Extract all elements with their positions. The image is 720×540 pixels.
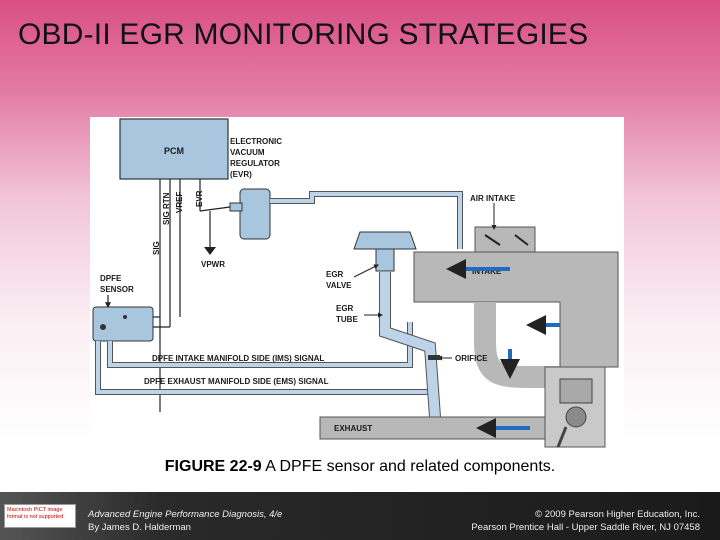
- dpfe-label-2: SENSOR: [100, 285, 134, 294]
- pin-sig: SIG: [152, 241, 161, 255]
- vpwr-label: VPWR: [201, 260, 225, 269]
- evr-label-2: VACUUM: [230, 148, 265, 157]
- footer-left: Advanced Engine Performance Diagnosis, 4…: [88, 508, 282, 534]
- evr-label-1: ELECTRONIC: [230, 137, 282, 146]
- pin-sig-rtn: SIG RTN: [162, 192, 171, 225]
- air-intake-label: AIR INTAKE: [470, 194, 516, 203]
- exhaust-label: EXHAUST: [334, 424, 372, 433]
- figure-caption: FIGURE 22-9 A DPFE sensor and related co…: [0, 458, 720, 476]
- publisher-text: Pearson Prentice Hall - Upper Saddle Riv…: [471, 522, 700, 533]
- pin-vref: VREF: [175, 192, 184, 213]
- egr-valve-label-1: EGR: [326, 270, 344, 279]
- ems-signal-label: DPFE EXHAUST MANIFOLD SIDE (EMS) SIGNAL: [144, 377, 329, 386]
- intake-label: INTAKE: [472, 267, 502, 276]
- footer-right: © 2009 Pearson Higher Education, Inc. Pe…: [471, 508, 700, 534]
- unsupported-image-placeholder: Macintosh PICT image format is not suppo…: [4, 504, 76, 528]
- book-title: Advanced Engine Performance Diagnosis, 4…: [88, 509, 283, 520]
- egr-diagram: PCM SIG SIG RTN VREF EVR ELECTRONIC VACU…: [90, 117, 624, 450]
- dpfe-sensor: [92, 306, 154, 342]
- evr-label-4: (EVR): [230, 170, 252, 179]
- egr-tube-label-2: TUBE: [336, 315, 358, 324]
- copyright-text: © 2009 Pearson Higher Education, Inc.: [535, 509, 700, 520]
- egr-valve-label-2: VALVE: [326, 281, 352, 290]
- egr-tube-label-1: EGR: [336, 304, 354, 313]
- pin-evr: EVR: [195, 190, 204, 207]
- evr-regulator: [239, 188, 271, 240]
- pcm-label: PCM: [164, 146, 184, 156]
- orifice-label: ORIFICE: [455, 354, 488, 363]
- footer-bar: Macintosh PICT image format is not suppo…: [0, 492, 720, 540]
- ims-signal-label: DPFE INTAKE MANIFOLD SIDE (IMS) SIGNAL: [152, 354, 324, 363]
- slide-title: OBD-II EGR MONITORING STRATEGIES: [18, 18, 589, 51]
- egr-valve: [353, 231, 417, 250]
- book-author: By James D. Halderman: [88, 522, 191, 533]
- evr-label-3: REGULATOR: [230, 159, 280, 168]
- caption-text: A DPFE sensor and related components.: [261, 458, 556, 475]
- figure-number: FIGURE 22-9: [164, 458, 262, 475]
- dpfe-label-1: DPFE: [100, 274, 122, 283]
- pcm-module: [119, 118, 229, 180]
